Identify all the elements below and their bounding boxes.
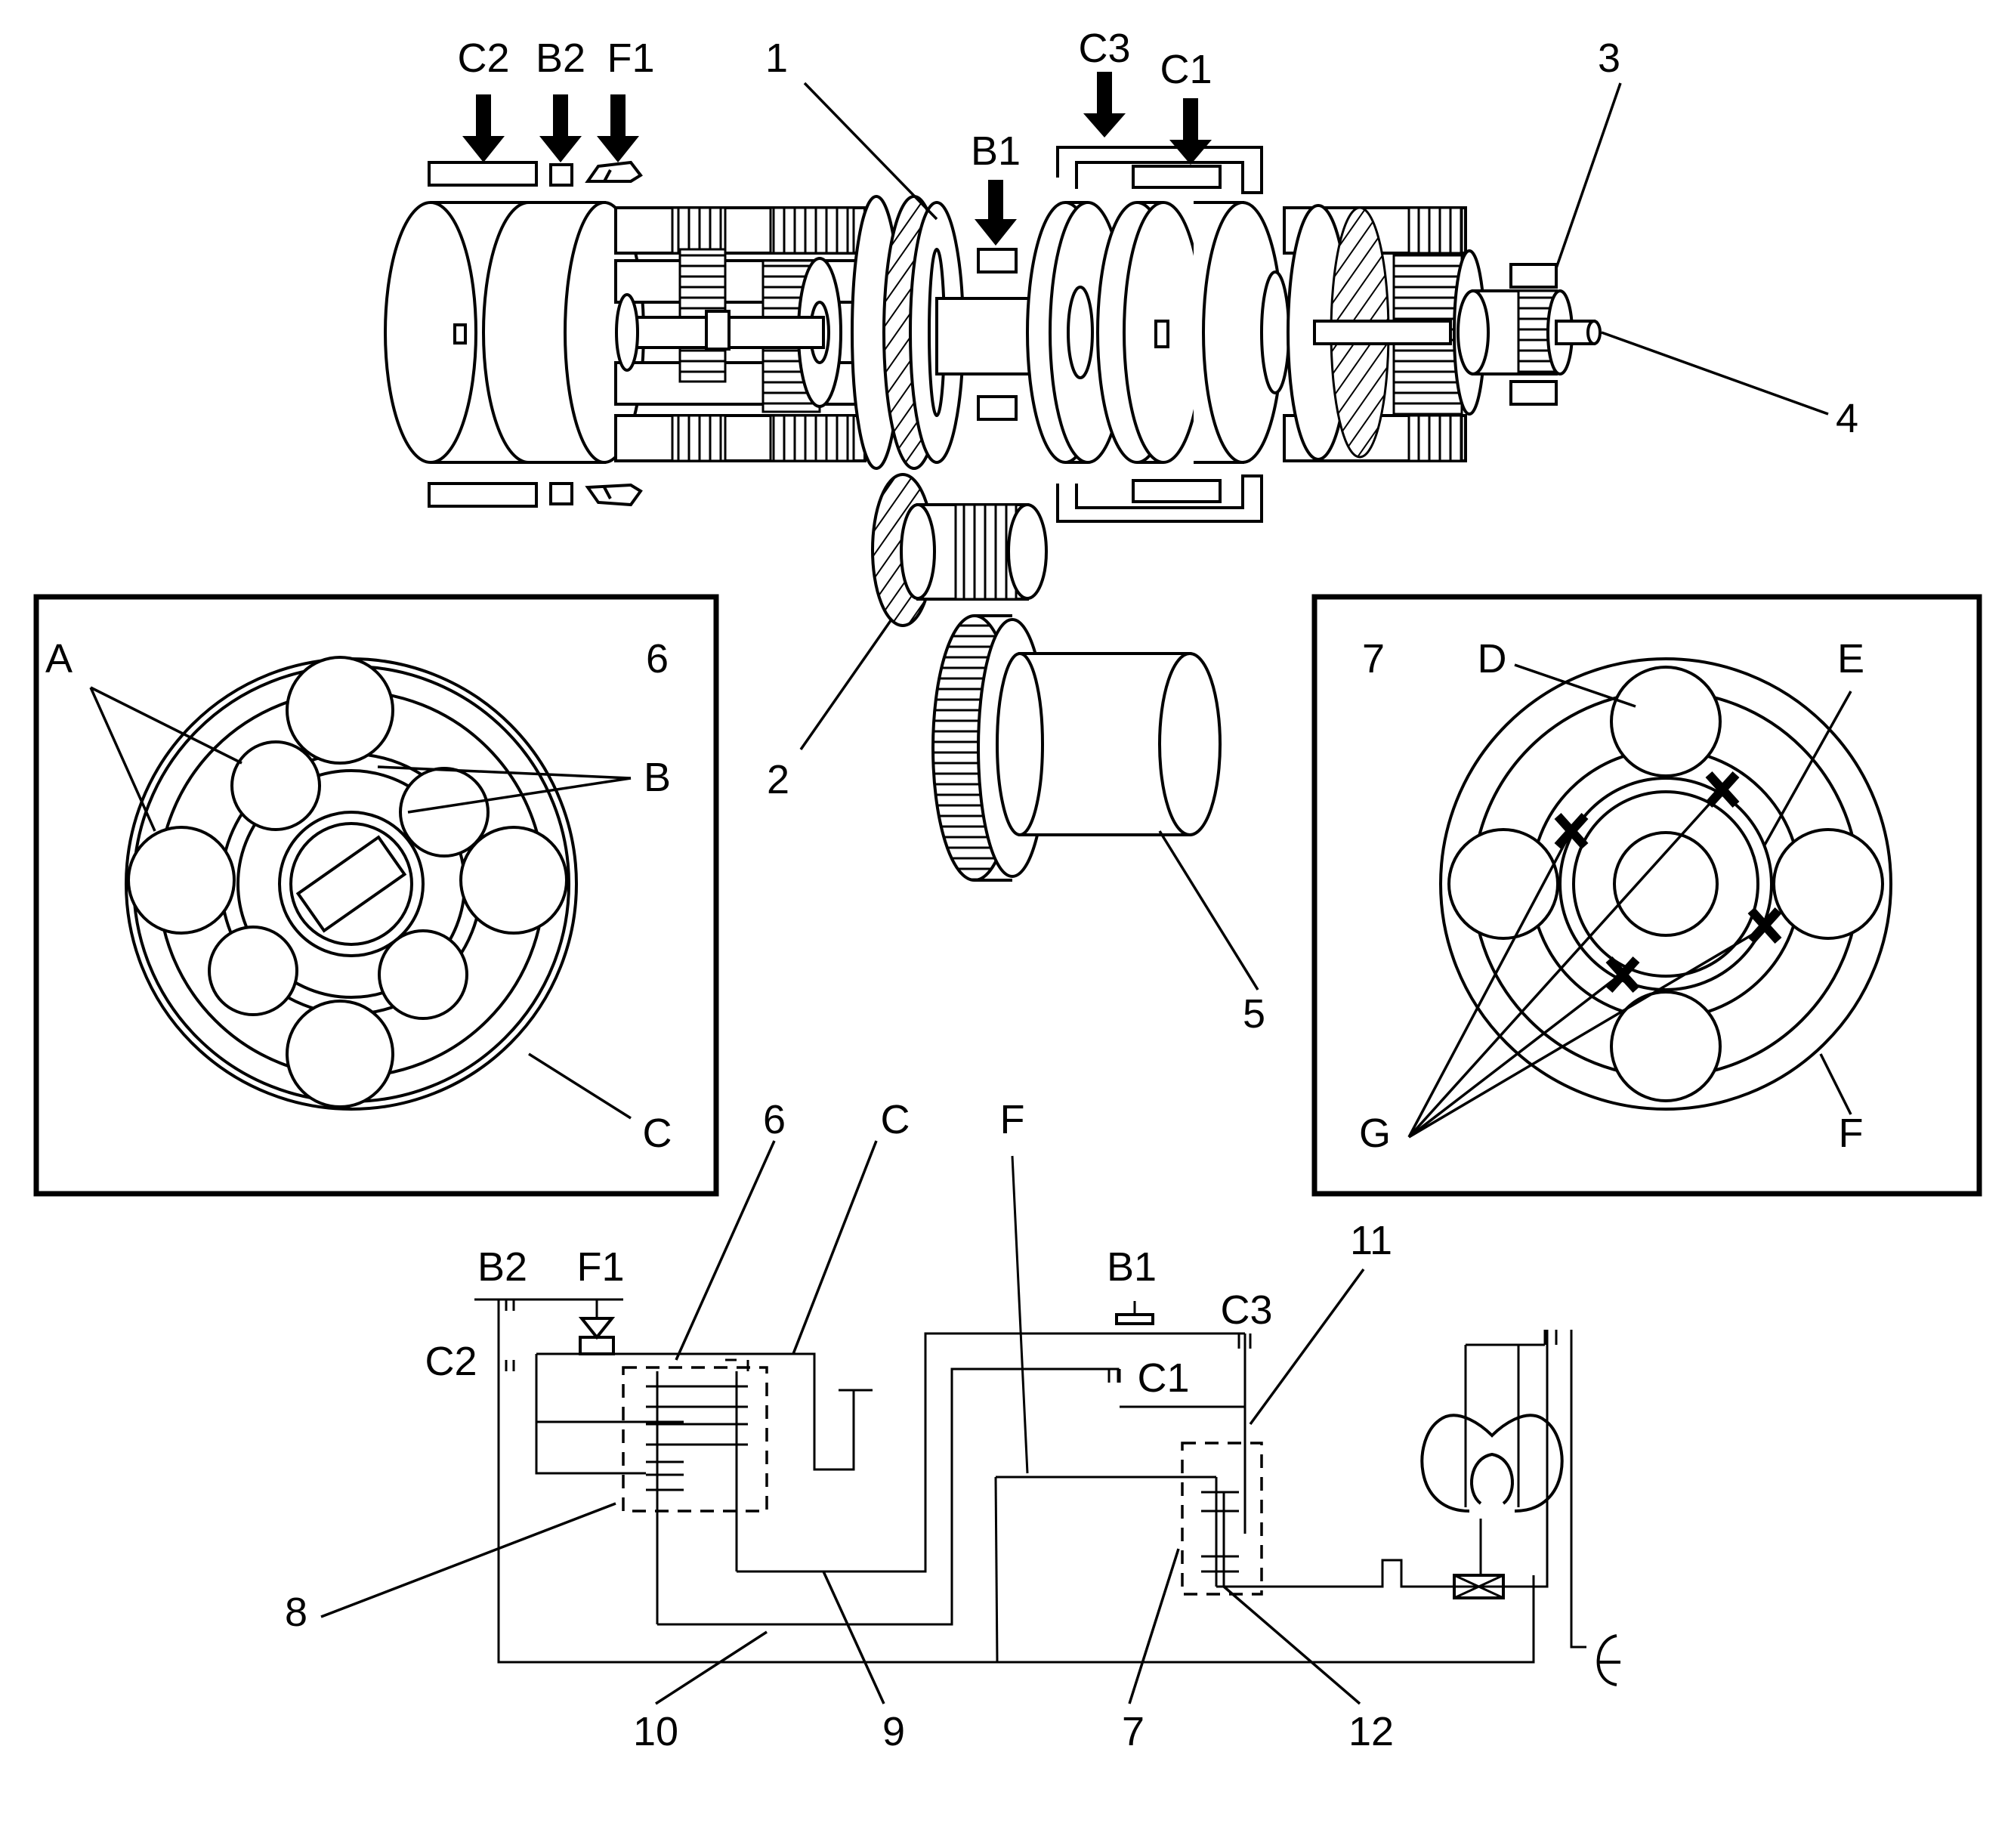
one-way-clutch-icon	[585, 160, 643, 183]
label-3: 3	[1598, 36, 1620, 81]
label-2: 2	[767, 757, 789, 802]
b2-brake-bottom	[549, 482, 573, 505]
inset7-label-e: E	[1837, 636, 1864, 681]
schem-label-c3: C3	[1220, 1287, 1272, 1333]
rear-planetary-set	[1283, 204, 1486, 462]
schem-label-9: 9	[882, 1709, 905, 1754]
torque-converter-icon	[1420, 1330, 1620, 1686]
c3-c1-housing-bottom	[1056, 474, 1263, 523]
label-c2: C2	[457, 36, 509, 81]
inset7-label-d: D	[1478, 636, 1507, 681]
left-end-disc	[384, 201, 477, 464]
gear-mesh-icon	[871, 473, 1222, 882]
inset7-number: 7	[1362, 636, 1385, 681]
label-5: 5	[1243, 991, 1265, 1037]
schem-label-12: 12	[1348, 1709, 1394, 1754]
schem-label-6: 6	[763, 1097, 786, 1142]
inset6-label-a: A	[45, 636, 73, 681]
inset6-label-c: C	[643, 1111, 672, 1156]
gear-train-assembly: C2 B2 F1 1 B1 C3 C1 3 4 2 5	[384, 26, 1858, 1037]
schem-label-7: 7	[1122, 1709, 1145, 1754]
label-b2: B2	[536, 36, 585, 81]
schem-label-11: 11	[1350, 1218, 1392, 1263]
output-shaft-icon	[1457, 263, 1602, 406]
schem-label-c1: C1	[1137, 1355, 1189, 1401]
schem-label-8: 8	[285, 1590, 307, 1635]
intermediate-shaft	[935, 297, 1036, 375]
b1-brake-top	[977, 248, 1018, 273]
front-planetary-set	[614, 206, 866, 462]
inset7-label-g: G	[1359, 1111, 1391, 1156]
powerflow-schematic: 6 C F 11 B2 F1 B1 C3 C2 C1 8 10 9 7 12	[285, 1097, 1620, 1754]
label-4: 4	[1836, 396, 1858, 441]
inset-rear-planetary: 7 D E G F	[1311, 594, 1982, 1197]
label-f1: F1	[607, 36, 654, 81]
b2-brake-top	[549, 163, 573, 187]
schem-label-b2: B2	[477, 1244, 527, 1290]
schem-label-c: C	[881, 1097, 910, 1142]
label-b1: B1	[971, 128, 1021, 174]
b1-brake-bottom	[977, 395, 1018, 421]
inset-6-frame	[33, 594, 719, 1197]
c2-clutch-pack-top	[428, 161, 538, 187]
c3-c1-housing-top	[1056, 146, 1263, 194]
inset6-number: 6	[646, 636, 669, 681]
schem-label-b1: B1	[1107, 1244, 1157, 1290]
c2-clutch-pack-bottom	[428, 482, 538, 508]
inset6-label-b: B	[644, 755, 671, 800]
label-c3: C3	[1078, 26, 1130, 71]
inset7-label-f: F	[1839, 1111, 1864, 1156]
schem-label-f: F	[1000, 1097, 1025, 1142]
one-way-clutch-icon-bottom	[585, 483, 643, 507]
apply-arrow-icon	[462, 72, 1212, 246]
label-c1: C1	[1160, 47, 1212, 92]
schem-label-10: 10	[633, 1709, 678, 1754]
front-planetary-box	[622, 1366, 768, 1513]
schem-label-c2: C2	[425, 1339, 477, 1384]
rear-planetary-box	[1181, 1442, 1263, 1596]
schem-label-f1: F1	[576, 1244, 624, 1290]
inset-7-frame	[1311, 594, 1982, 1197]
label-1: 1	[765, 36, 788, 81]
inset-front-planetary: A 6 B C	[33, 594, 719, 1197]
